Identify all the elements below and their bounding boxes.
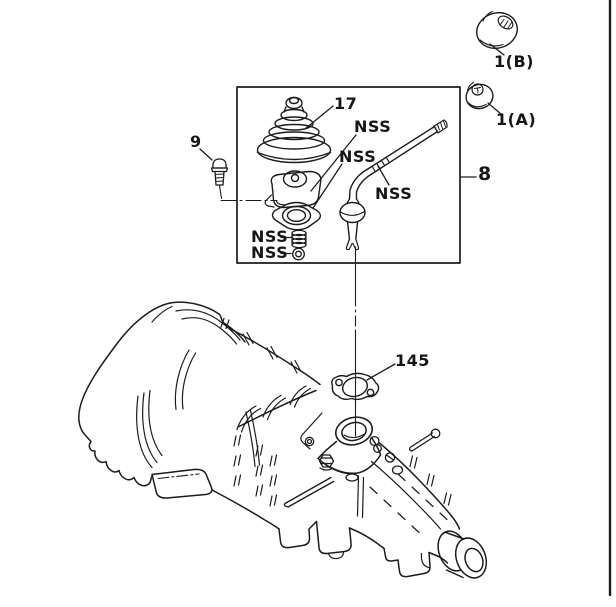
case-rib-hatches	[233, 434, 278, 507]
bolt-drawing	[210, 158, 229, 186]
callout-nss-nut: NSS	[251, 243, 289, 262]
leader-145	[366, 363, 396, 381]
leader-nss-lever	[377, 165, 390, 186]
knob-b-drawing	[476, 10, 518, 50]
callout-nss-plate: NSS	[354, 117, 392, 136]
callout-bolt: 9	[190, 132, 202, 151]
shifter-tower	[300, 412, 382, 475]
callout-nss-spring: NSS	[251, 227, 289, 246]
gasket-drawing	[331, 372, 380, 401]
callout-boot: 17	[334, 94, 358, 113]
leader-1b	[489, 43, 505, 56]
leader-9	[199, 148, 213, 161]
knob-a-drawing	[465, 81, 494, 110]
tail-dashes	[369, 473, 448, 534]
nut-drawing	[292, 247, 305, 261]
callout-knob-b: 1(B)	[494, 52, 534, 71]
spring-drawing	[291, 229, 307, 249]
alignment-lines	[218, 184, 357, 437]
detail-box	[236, 86, 461, 264]
boot-drawing	[256, 96, 332, 164]
callout-knob-a: 1(A)	[496, 110, 537, 129]
callout-nss-flange: NSS	[339, 147, 377, 166]
tower-bolts	[283, 428, 441, 508]
leader-nss-plate	[310, 134, 357, 192]
transmission-drawing	[78, 301, 488, 579]
callout-nss-lever: NSS	[375, 184, 413, 203]
leader-17	[304, 105, 334, 130]
leader-lines	[199, 43, 505, 381]
leader-1a	[487, 102, 502, 115]
output-collar	[437, 530, 488, 579]
seat-plate-drawing	[264, 170, 322, 209]
leader-nss-flange	[312, 163, 343, 209]
shift-lever-drawing	[339, 119, 448, 251]
flange-ring-drawing	[271, 201, 322, 231]
callout-gasket: 145	[395, 351, 430, 370]
callout-lever-assembly: 8	[478, 163, 492, 185]
